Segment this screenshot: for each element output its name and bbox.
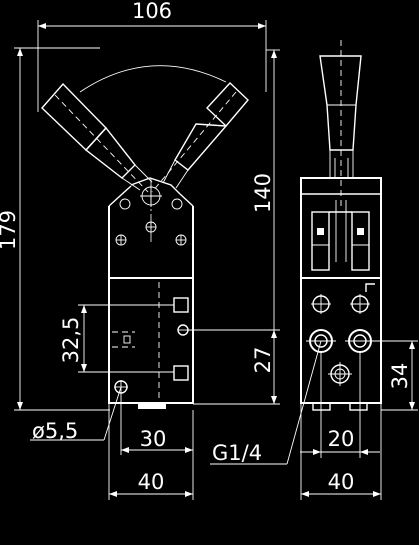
left-lever xyxy=(41,82,153,193)
dim-base-30: 30 xyxy=(140,427,167,451)
dim-hole-spacing: 32,5 xyxy=(59,317,83,364)
dim-thread: G1/4 xyxy=(212,441,262,465)
side-head xyxy=(300,177,382,279)
dim-side-34: 34 xyxy=(388,363,412,390)
lever-grip xyxy=(319,40,362,208)
dimension-labels: 106 179 140 32,5 27 ø5,5 30 40 G1/4 20 4… xyxy=(0,0,412,494)
side-view xyxy=(300,40,382,411)
front-view xyxy=(41,65,249,409)
screw-holes xyxy=(115,198,187,246)
dim-side-40: 40 xyxy=(328,470,355,494)
dim-mount-hole: ø5,5 xyxy=(32,419,78,443)
valve-body xyxy=(108,277,194,409)
lever-sweep-arc xyxy=(79,65,227,93)
dim-lever-height: 140 xyxy=(251,173,275,213)
dim-overall-width: 106 xyxy=(132,0,172,23)
dim-side-20: 20 xyxy=(328,427,355,451)
upper-housing xyxy=(108,178,194,279)
right-lever xyxy=(151,82,249,193)
dim-base-40-front: 40 xyxy=(138,470,165,494)
dimension-lines xyxy=(14,20,418,500)
dim-port-height: 27 xyxy=(251,347,275,374)
dim-overall-height: 179 xyxy=(0,210,20,250)
side-body xyxy=(300,277,382,411)
